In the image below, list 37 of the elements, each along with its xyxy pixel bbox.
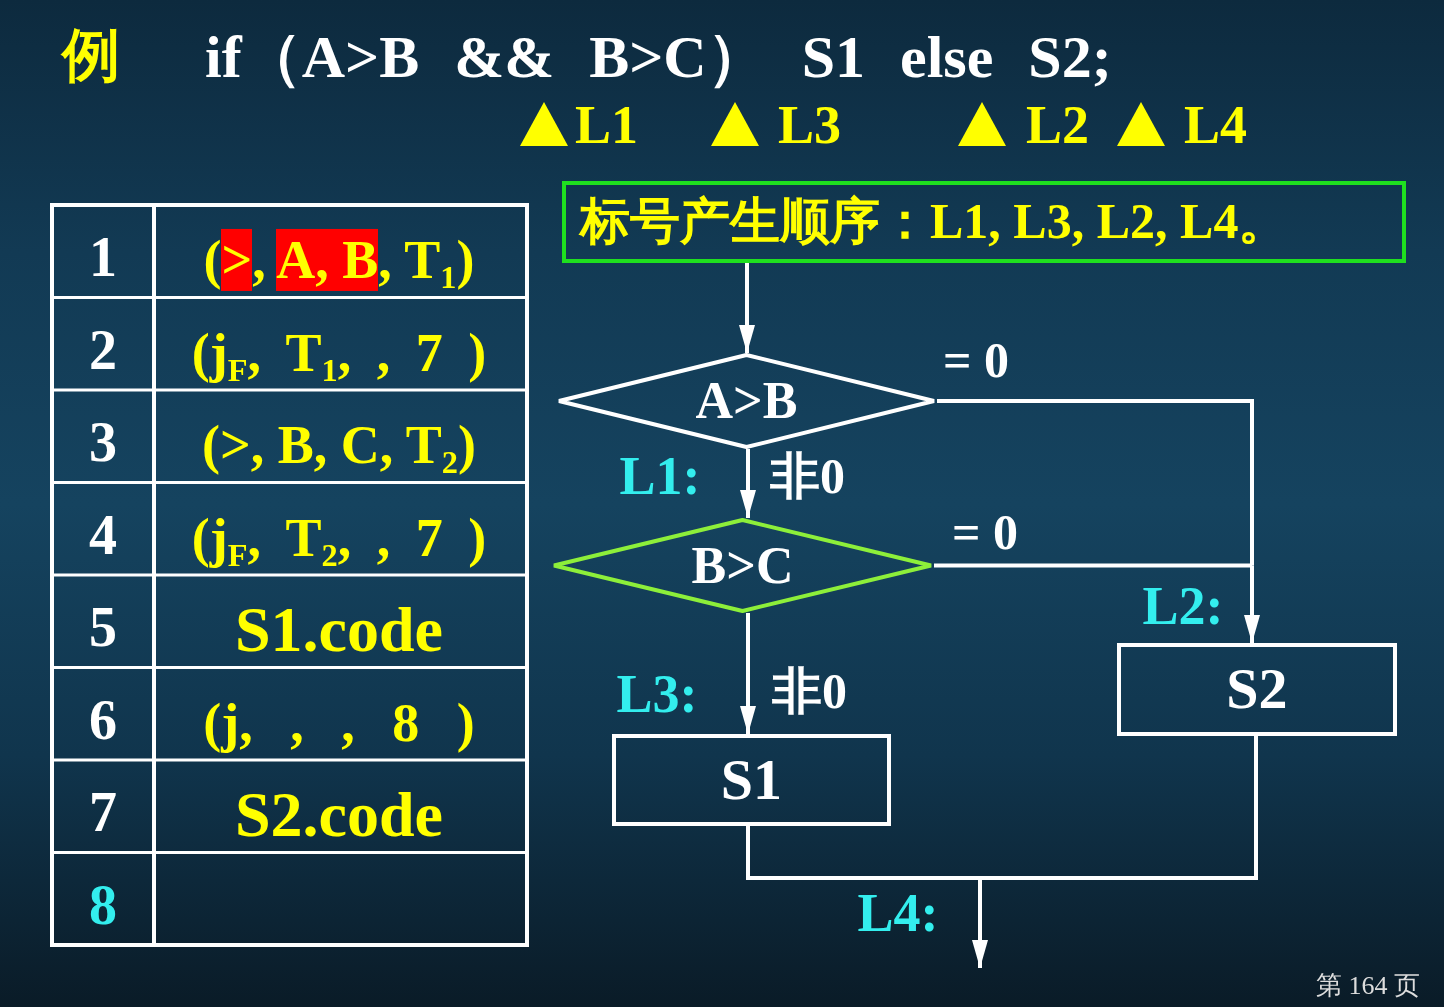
title: if（A>B && B>C） S1 else S2; bbox=[205, 22, 1112, 92]
arrow bbox=[740, 449, 756, 518]
table-entry: (j, , , 8 ) bbox=[203, 691, 475, 754]
row-number: 7 bbox=[89, 780, 117, 845]
page-number: 第 164 页 bbox=[1316, 971, 1420, 1001]
row-number: 6 bbox=[89, 687, 117, 752]
decision-diamond: B>C bbox=[551, 518, 934, 613]
connector-line bbox=[746, 826, 980, 880]
row-number: 8 bbox=[89, 872, 117, 937]
table-entry: S1.code bbox=[235, 593, 443, 668]
edge-label: 非0 bbox=[770, 448, 845, 506]
edge-label: 非0 bbox=[772, 663, 847, 721]
table-entry: (j$_{F}$, T$_{2}$, , 7 ) bbox=[191, 506, 487, 569]
marker-label: L1 bbox=[575, 93, 639, 157]
position-label: L4: bbox=[857, 881, 939, 945]
row-number: 3 bbox=[89, 410, 117, 475]
arrow bbox=[739, 263, 755, 353]
arrow bbox=[972, 878, 988, 968]
row-number: 2 bbox=[89, 317, 117, 382]
row-number: 1 bbox=[89, 225, 117, 290]
process-box: S1 bbox=[612, 734, 891, 826]
marker-label: L3 bbox=[778, 93, 842, 157]
position-label: L3: bbox=[616, 662, 698, 726]
process-box: S2 bbox=[1117, 643, 1397, 736]
marker-label: L2 bbox=[1026, 93, 1090, 157]
connector-line bbox=[980, 736, 1258, 880]
table-entry: (j$_{F}$, T$_{1}$, , 7 ) bbox=[191, 321, 487, 384]
row-number: 5 bbox=[89, 595, 117, 660]
row-number: 4 bbox=[89, 502, 117, 567]
heading-text: 例 bbox=[62, 22, 120, 90]
note-box: 标号产生顺序：L1, L3, L2, L4。 bbox=[562, 181, 1406, 263]
arrow bbox=[740, 613, 756, 734]
marker-label: L4 bbox=[1184, 93, 1248, 157]
decision-diamond: A>B bbox=[556, 353, 937, 449]
table-entry: (>, B, C, T$_{2}$) bbox=[202, 414, 476, 477]
table-entry: S2.code bbox=[235, 778, 443, 853]
position-label: L2: bbox=[1142, 574, 1224, 638]
